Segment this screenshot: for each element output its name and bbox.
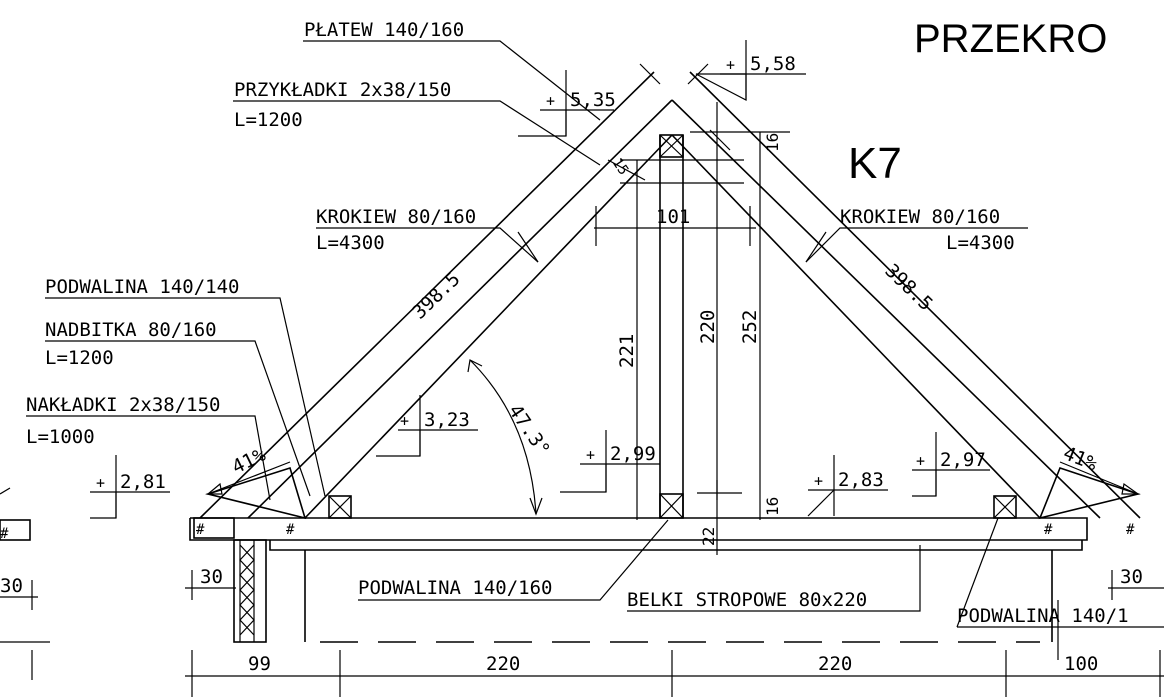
level-283: 2,83	[838, 469, 884, 491]
svg-text:#: #	[1044, 522, 1053, 538]
center-post	[659, 134, 684, 519]
ceiling-beam	[189, 517, 1088, 643]
level-535: 5,35	[570, 89, 616, 111]
label-krokiew-left-length: L=4300	[316, 232, 385, 254]
rafter-right	[671, 71, 1141, 520]
level-323: 3,23	[424, 409, 470, 431]
bottom-dimensions	[0, 570, 1164, 697]
dim-30-right: 30	[1120, 566, 1143, 588]
dim-rafter-left: 398.5	[408, 268, 464, 324]
dim-angle: 47.3°	[504, 400, 554, 460]
dim-rafter-right: 398.5	[881, 260, 937, 316]
truss-id: K7	[848, 139, 902, 188]
leader-lines	[26, 40, 1164, 660]
plus-297: +	[916, 452, 925, 470]
level-281: 2,81	[120, 471, 166, 493]
level-299: 2,99	[610, 443, 656, 465]
rafter-left	[199, 71, 673, 520]
dim-99: 99	[248, 653, 271, 675]
label-przykladki-length: L=1200	[234, 109, 303, 131]
plus-323: +	[400, 412, 409, 430]
dim-16: 16	[763, 497, 782, 516]
dim-221: 221	[616, 334, 638, 368]
plus-283: +	[814, 472, 823, 490]
plus-558: +	[726, 56, 735, 74]
label-nakladki-length: L=1000	[26, 426, 95, 448]
dim-220-vertical: 220	[697, 310, 719, 344]
label-krokiew-right-length: L=4300	[946, 232, 1015, 254]
svg-text:#: #	[0, 526, 9, 542]
dim-slope-left: 41%	[229, 443, 270, 478]
svg-text:#: #	[1126, 522, 1135, 538]
slope-arrows	[0, 461, 1140, 495]
angle-arc	[467, 359, 543, 516]
plus-299: +	[586, 446, 595, 464]
label-krokiew-left: KROKIEW 80/160	[316, 206, 476, 228]
plus-535: +	[546, 92, 555, 110]
dim-30-edge: 30	[0, 575, 23, 597]
left-wall	[233, 539, 267, 643]
plus-281: +	[96, 474, 105, 492]
page-title: PRZEKRO	[914, 17, 1107, 61]
level-markers	[90, 40, 990, 519]
label-podwalina-140-160: PODWALINA 140/160	[358, 577, 552, 599]
svg-text:#: #	[286, 522, 295, 538]
dim-252: 252	[739, 310, 761, 344]
level-297: 2,97	[940, 449, 986, 471]
dim-16-top: 16	[763, 133, 782, 152]
label-nakladki: NAKŁADKI 2x38/150	[26, 394, 220, 416]
dim-220-left: 220	[486, 653, 520, 675]
dim-220-right: 220	[818, 653, 852, 675]
dim-101: 101	[656, 206, 690, 228]
label-podwalina-140-140: PODWALINA 140/140	[45, 276, 239, 298]
label-belki-stropowe: BELKI STROPOWE 80x220	[627, 589, 867, 611]
level-558: 5,58	[750, 53, 796, 75]
label-krokiew-right: KROKIEW 80/160	[840, 206, 1000, 228]
vertical-dimensions	[594, 102, 790, 555]
wall-plates: # # # # #	[0, 495, 1135, 542]
label-nadbitka-length: L=1200	[45, 347, 114, 369]
svg-text:#: #	[196, 522, 205, 538]
dim-30-left: 30	[200, 566, 223, 588]
label-platew: PŁATEW 140/160	[304, 19, 464, 41]
dim-22: 22	[699, 527, 718, 546]
label-podwalina-right: PODWALINA 140/1	[957, 605, 1129, 627]
label-przykladki: PRZYKŁADKI 2x38/150	[234, 79, 451, 101]
dim-100: 100	[1064, 653, 1098, 675]
label-nadbitka: NADBITKA 80/160	[45, 319, 217, 341]
dim-15: 15	[609, 155, 632, 178]
